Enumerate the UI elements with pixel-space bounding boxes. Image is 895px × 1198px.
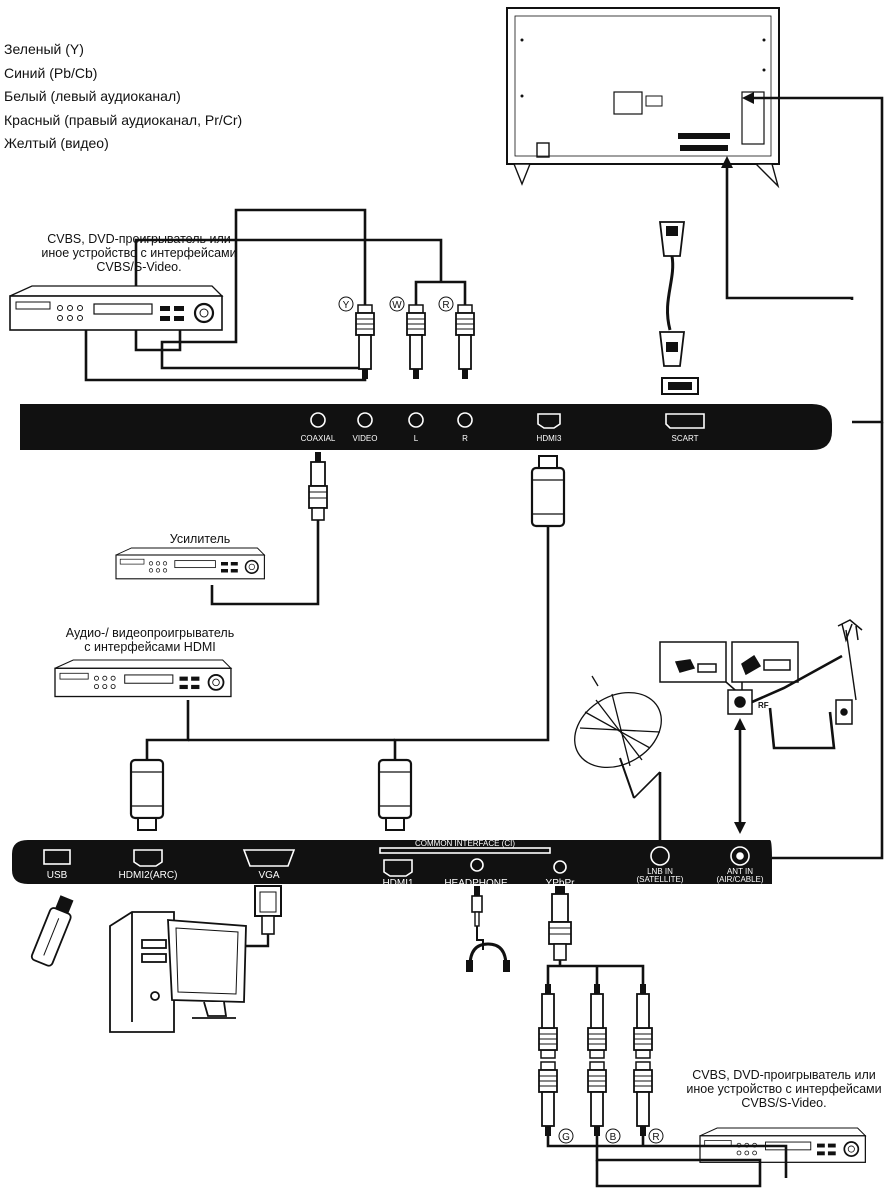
amplifier-label: Усилитель <box>169 532 231 546</box>
dvd-bottom-label: CVBS, DVD-проигрыватель или иное устройс… <box>686 1068 882 1110</box>
hdmi-player-device <box>54 659 232 698</box>
legend-item-white: Белый (левый аудиоканал) <box>4 88 181 104</box>
hdmi2-port[interactable] <box>133 849 163 867</box>
common-interface-label: COMMON INTERFACE (CI) <box>415 839 515 848</box>
computer-icon <box>109 911 247 1033</box>
plug-letter-g: G <box>562 1132 570 1143</box>
hdmi1-label: HDMI1 <box>382 878 414 889</box>
hdmi2-label: HDMI2(ARC) <box>119 870 178 881</box>
common-interface-slot[interactable] <box>379 847 551 854</box>
hdmi-player-label: Аудио-/ видеопроигрыватель с интерфейсам… <box>65 626 235 654</box>
ant-in-label-1: ANT IN <box>727 867 753 876</box>
coaxial-port[interactable] <box>310 412 326 428</box>
ypbpr-plugs-lower: G B R <box>538 1061 788 1188</box>
rca-plugs-top: Y W R <box>338 296 475 380</box>
dvd-player-top <box>8 284 224 332</box>
plug-letter-r2: R <box>652 1132 659 1143</box>
ypbpr-plugs-upper <box>538 983 653 1059</box>
usb-label: USB <box>47 870 68 881</box>
ypbpr-port[interactable] <box>553 860 567 874</box>
tv-return-cable <box>754 96 884 424</box>
cables-top <box>84 92 884 760</box>
rf-label: RF <box>758 701 769 710</box>
lnb-in-port[interactable] <box>650 846 670 866</box>
vga-label: VGA <box>258 870 279 881</box>
legend-item-green: Зеленый (Y) <box>4 41 84 57</box>
plug-letter-y: Y <box>343 300 350 311</box>
audio-l-port[interactable] <box>408 412 424 428</box>
hdmi1-port[interactable] <box>383 859 413 877</box>
hdmi3-plug <box>530 454 566 528</box>
color-legend: Зеленый (Y) Синий (Pb/Cb) Белый (левый а… <box>4 38 242 156</box>
headphone-label: HEADPHONE <box>444 878 508 889</box>
ypbpr-cable <box>546 886 645 990</box>
tv-rear-view <box>506 7 780 189</box>
hdmi3-port[interactable] <box>537 413 561 429</box>
plug-letter-r: R <box>442 300 449 311</box>
audio-r-label: R <box>462 434 468 443</box>
usb-stick-icon <box>30 895 74 967</box>
lnb-in-label-2: (SATELLITE) <box>637 875 684 884</box>
antenna-assembly: RF <box>659 619 863 834</box>
vga-port[interactable] <box>242 849 296 867</box>
legend-item-red: Красный (правый аудиоканал, Pr/Cr) <box>4 111 243 128</box>
vga-plug <box>172 885 282 948</box>
ypbpr-label: YPbPr <box>546 878 576 889</box>
legend-item-blue: Синий (Pb/Cb) <box>4 64 98 81</box>
scart-port[interactable] <box>665 413 705 429</box>
right-return-cable <box>772 422 884 860</box>
amplifier-device <box>115 547 266 580</box>
hdmi3-label: HDMI3 <box>537 434 562 443</box>
lnb-in-label-1: LNB IN <box>647 867 673 876</box>
ant-in-label-2: (AIR/CABLE) <box>716 875 763 884</box>
scart-cable <box>658 221 699 395</box>
scart-label: SCART <box>672 434 699 443</box>
satellite-dish-icon <box>574 675 662 840</box>
video-label: VIDEO <box>353 434 378 443</box>
bottom-connector-panel: COMMON INTERFACE (CI) USB HDMI2(ARC) VGA… <box>12 839 772 889</box>
usb-port[interactable] <box>43 849 71 865</box>
headphones-icon <box>466 942 510 972</box>
dvd-top-label: CVBS, DVD-проигрыватель или иное устройс… <box>41 232 237 274</box>
headphone-jack <box>471 886 484 950</box>
legend-item-yellow: Желтый (видео) <box>4 135 109 151</box>
ant-in-port[interactable] <box>730 846 750 866</box>
hdmi-plugs-bottom <box>129 758 413 832</box>
top-connector-panel: COAXIAL VIDEO L R HDMI3 SCART <box>20 404 832 450</box>
headphone-port[interactable] <box>470 858 484 872</box>
audio-r-port[interactable] <box>457 412 473 428</box>
plug-letter-w: W <box>392 300 402 311</box>
video-port[interactable] <box>357 412 373 428</box>
audio-l-label: L <box>414 434 419 443</box>
coaxial-label: COAXIAL <box>301 434 336 443</box>
coaxial-plug <box>308 452 328 521</box>
plug-letter-b: B <box>610 1132 617 1143</box>
